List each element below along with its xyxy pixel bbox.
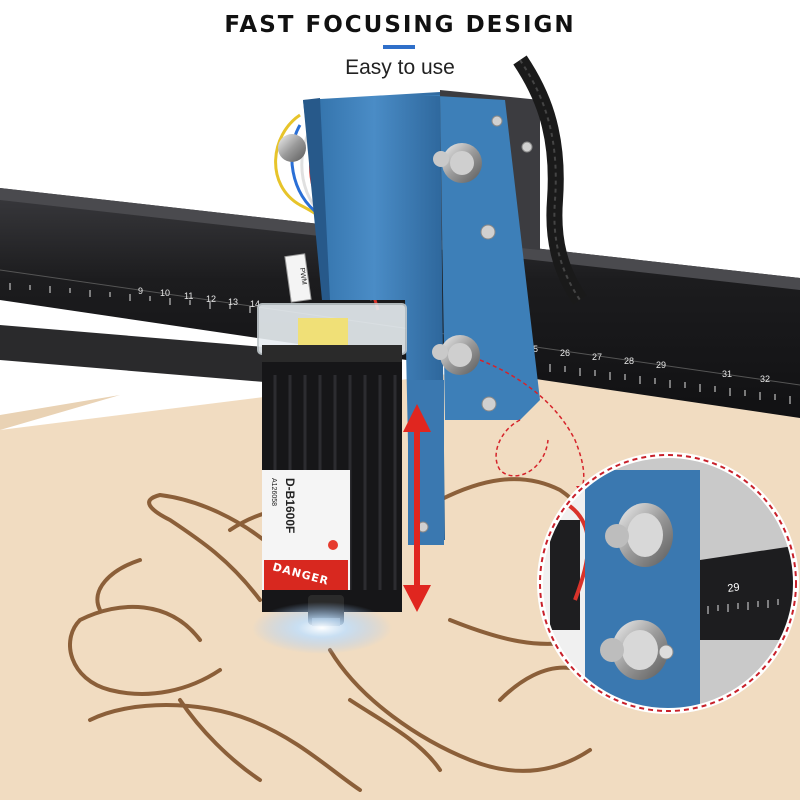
zoom-inset: 29: [537, 452, 799, 714]
page-subtitle: Easy to use: [345, 56, 455, 79]
pwm-connector: PWM: [284, 253, 312, 303]
ruler-label: 31: [722, 369, 732, 379]
inset-ruler-label: 29: [727, 581, 741, 595]
thumb-screw-icon: [605, 503, 673, 567]
laser-module: A126058 D-B1600F DANGER: [257, 303, 407, 626]
up-down-arrow-icon: [403, 404, 431, 612]
thumb-screw-icon: [440, 335, 480, 375]
ruler-label: 26: [560, 348, 570, 358]
page-title: FAST FOCUSING DESIGN: [224, 12, 576, 38]
ruler-label: 10: [160, 288, 170, 298]
ruler-label: 13: [228, 297, 238, 307]
ruler-label: 11: [184, 291, 193, 301]
ruler-label: 12: [206, 294, 216, 304]
thumb-screw-icon: [442, 143, 482, 183]
pwm-label: PWM: [298, 267, 307, 285]
thumb-screw-icon: [600, 620, 668, 680]
title-underline: [383, 45, 415, 49]
serial-label: A126058: [270, 478, 277, 506]
ruler-label: 14: [250, 299, 260, 309]
ruler-label: 29: [656, 360, 666, 370]
ruler-label: 28: [624, 356, 634, 366]
ruler-left: [9, 283, 251, 313]
ruler-label: 9: [138, 286, 143, 296]
engraving-artwork: [68, 477, 596, 792]
model-label: D-B1600F: [283, 478, 297, 533]
ruler-label: 32: [760, 374, 770, 384]
ruler-left-labels: 9 10 11 12 13 14: [138, 286, 260, 309]
laser-glow: [252, 602, 392, 654]
laser-warning-icon: [328, 540, 338, 550]
ruler-label: 27: [592, 352, 602, 362]
lower-rail: [0, 325, 300, 385]
header: FAST FOCUSING DESIGN Easy to use: [0, 0, 800, 90]
